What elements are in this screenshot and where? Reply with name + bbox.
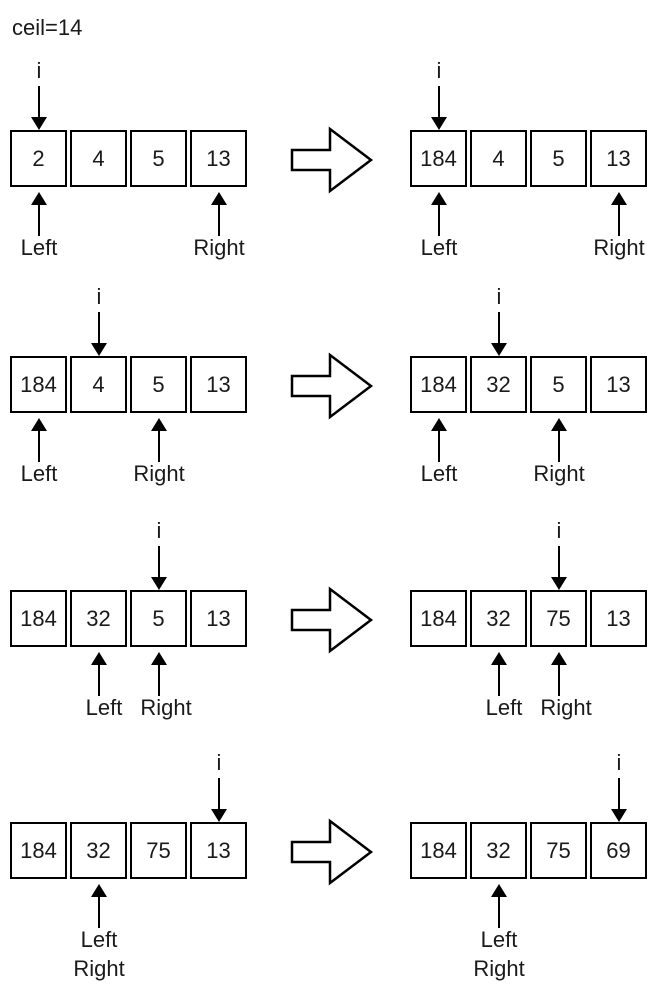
i-pointer-label: i — [36, 58, 42, 83]
left-pointer-arrow-icon — [431, 418, 447, 462]
array-cell: 75 — [130, 822, 187, 879]
array-cell: 184 — [410, 822, 467, 879]
left-pointer-label: Left — [80, 927, 118, 952]
array-state-step4-after: i 184 32 75 69 Left Right — [410, 752, 648, 984]
left-pointer-label: Left — [420, 235, 458, 260]
transition-arrow-icon — [290, 352, 374, 420]
i-pointer-label: i — [496, 284, 502, 309]
array-cell: 184 — [10, 590, 67, 647]
array-cell: 5 — [530, 130, 587, 187]
array-cell: 4 — [70, 130, 127, 187]
array-state-step4-before: i 184 32 75 13 Left Right — [10, 752, 248, 984]
right-pointer-arrow-icon — [151, 418, 167, 462]
array-cell: 184 — [410, 130, 467, 187]
array-cell: 13 — [590, 130, 647, 187]
left-pointer-arrow-icon — [31, 418, 47, 462]
i-pointer-arrow-icon — [551, 546, 567, 590]
array-cell: 13 — [590, 356, 647, 413]
right-pointer-arrow-icon — [551, 418, 567, 462]
array-cell: 5 — [130, 356, 187, 413]
ceil-target-label: ceil=14 — [12, 15, 83, 40]
i-pointer-label: i — [216, 750, 222, 775]
left-right-pointer-arrow-icon — [91, 884, 107, 928]
i-pointer-label: i — [96, 284, 102, 309]
array-cell: 75 — [530, 590, 587, 647]
left-pointer-label: Left — [420, 461, 458, 486]
right-pointer-arrow-icon — [551, 652, 567, 696]
left-pointer-arrow-icon — [431, 192, 447, 236]
array-cell: 69 — [590, 822, 647, 879]
right-pointer-label: Right — [473, 956, 525, 981]
i-pointer-arrow-icon — [491, 312, 507, 356]
array-cell: 4 — [70, 356, 127, 413]
i-pointer-arrow-icon — [431, 86, 447, 130]
left-pointer-label: Left — [480, 927, 518, 952]
transition-arrow-icon — [290, 586, 374, 654]
array-cell: 13 — [590, 590, 647, 647]
right-pointer-label: Right — [540, 695, 592, 720]
array-cell: 184 — [410, 356, 467, 413]
right-pointer-label: Right — [193, 235, 245, 260]
array-cell: 75 — [530, 822, 587, 879]
array-state-step2-after: i 184 32 5 13 Left Right — [410, 286, 648, 518]
right-pointer-label: Right — [140, 695, 192, 720]
i-pointer-label: i — [156, 518, 162, 543]
i-pointer-arrow-icon — [151, 546, 167, 590]
left-right-pointer-arrow-icon — [491, 884, 507, 928]
transition-arrow-icon — [290, 818, 374, 886]
array-cell: 184 — [10, 356, 67, 413]
array-cell: 5 — [130, 590, 187, 647]
array-state-step3-before: i 184 32 5 13 Left Right — [10, 520, 248, 752]
i-pointer-label: i — [556, 518, 562, 543]
transition-arrow-icon — [290, 126, 374, 194]
array-cell: 13 — [190, 590, 247, 647]
left-pointer-label: Left — [85, 695, 123, 720]
array-state-step3-after: i 184 32 75 13 Left Right — [410, 520, 648, 752]
array-cell: 184 — [410, 590, 467, 647]
array-cell: 32 — [470, 590, 527, 647]
right-pointer-arrow-icon — [611, 192, 627, 236]
i-pointer-arrow-icon — [91, 312, 107, 356]
right-pointer-arrow-icon — [151, 652, 167, 696]
right-pointer-arrow-icon — [211, 192, 227, 236]
left-pointer-arrow-icon — [491, 652, 507, 696]
right-pointer-label: Right — [133, 461, 185, 486]
left-pointer-arrow-icon — [91, 652, 107, 696]
array-cell: 13 — [190, 822, 247, 879]
array-state-step1-after: i 184 4 5 13 Left Right — [410, 60, 648, 292]
left-pointer-label: Left — [20, 235, 58, 260]
right-pointer-label: Right — [593, 235, 645, 260]
i-pointer-arrow-icon — [211, 778, 227, 822]
array-cell: 5 — [130, 130, 187, 187]
i-pointer-arrow-icon — [611, 778, 627, 822]
array-cell: 184 — [10, 822, 67, 879]
left-pointer-label: Left — [20, 461, 58, 486]
array-cell: 32 — [70, 590, 127, 647]
array-cell: 2 — [10, 130, 67, 187]
array-cell: 4 — [470, 130, 527, 187]
right-pointer-label: Right — [73, 956, 125, 981]
array-cell: 32 — [470, 822, 527, 879]
right-pointer-label: Right — [533, 461, 585, 486]
array-state-step2-before: i 184 4 5 13 Left Right — [10, 286, 248, 518]
left-pointer-arrow-icon — [31, 192, 47, 236]
array-cell: 32 — [70, 822, 127, 879]
i-pointer-arrow-icon — [31, 86, 47, 130]
array-cell: 13 — [190, 130, 247, 187]
array-cell: 13 — [190, 356, 247, 413]
i-pointer-label: i — [436, 58, 442, 83]
array-state-step1-before: i 2 4 5 13 Left Right — [10, 60, 248, 292]
left-pointer-label: Left — [485, 695, 523, 720]
array-cell: 32 — [470, 356, 527, 413]
array-cell: 5 — [530, 356, 587, 413]
i-pointer-label: i — [616, 750, 622, 775]
